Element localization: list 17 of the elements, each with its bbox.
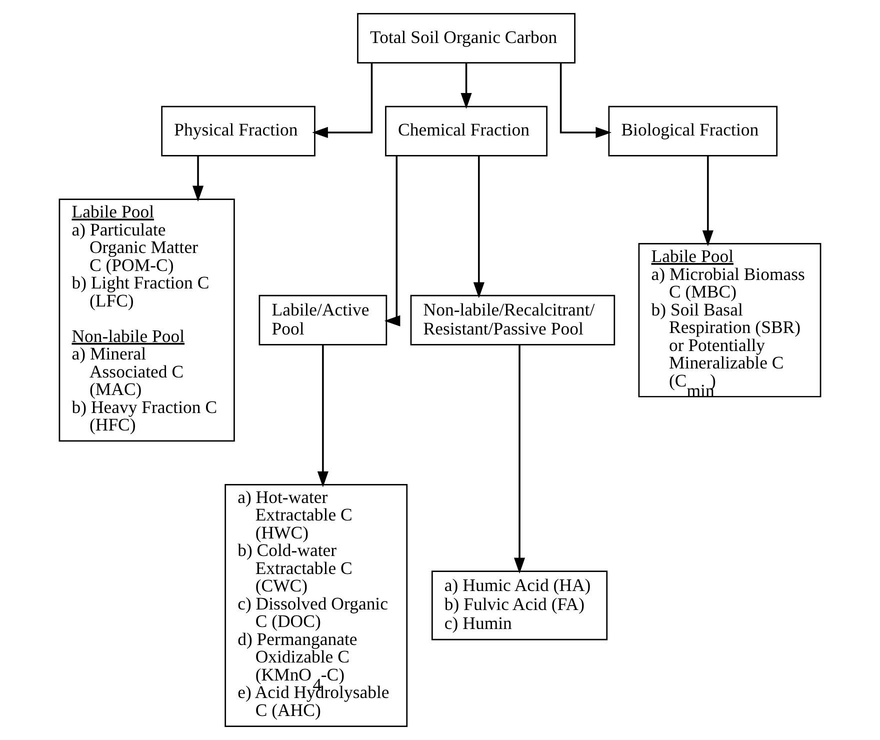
node-box: Non-labile/Recalcitrant/ Resistant/Passive Pool <box>410 294 616 346</box>
arrow <box>560 63 612 138</box>
arrow <box>317 345 328 488</box>
node-box: Biological Fraction <box>608 106 778 156</box>
arrow <box>702 156 714 246</box>
node-box: Labile/Active Pool <box>258 294 388 346</box>
node-box: Total Soil Organic Carbon <box>357 13 576 64</box>
arrow <box>473 156 484 298</box>
arrow <box>192 156 204 202</box>
node-box: a) Humic Acid (HA) b) Fulvic Acid (FA) c) Humin <box>431 570 608 640</box>
node-box: Chemical Fraction <box>385 106 548 156</box>
arrow <box>312 63 373 138</box>
node-box: Physical Fraction <box>161 106 316 156</box>
arrow <box>460 63 472 109</box>
node-box: Labile Pool a) Particulate Organic Matter C (POM-C) b) Light Fraction C (LFC) Non-labile Pool a) Mineral Associated C (MAC) b) Heavy Fraction C (HFC) <box>58 198 235 442</box>
arrow <box>514 345 526 574</box>
arrow <box>384 156 400 326</box>
